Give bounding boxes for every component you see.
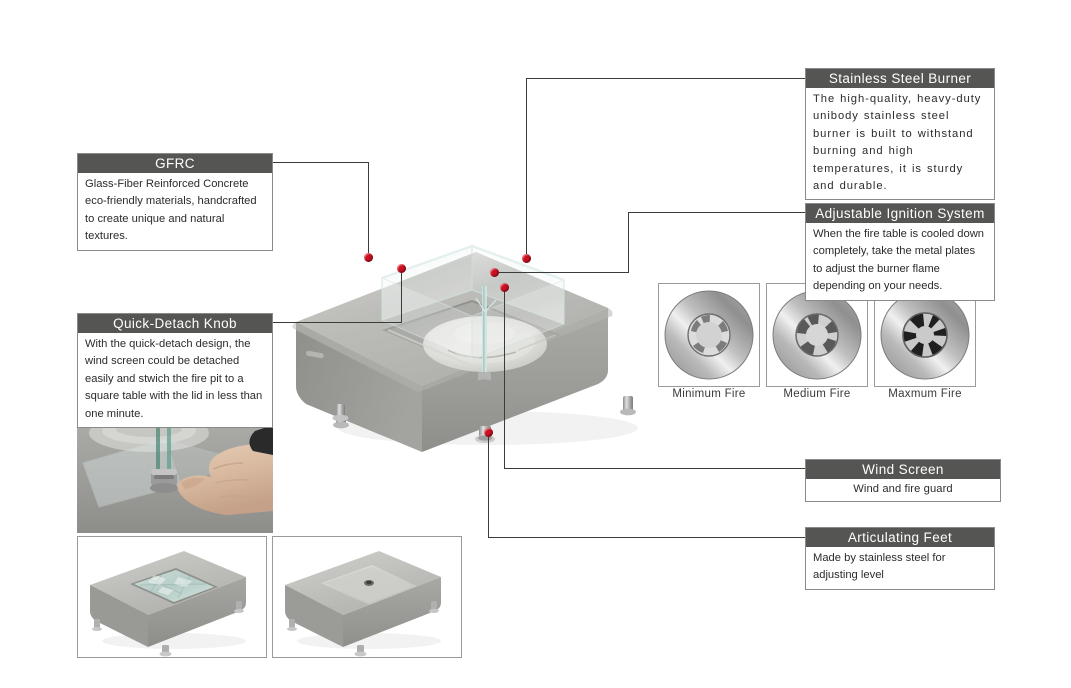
quick-detach-knob-photo <box>77 411 273 533</box>
connector-knob-h <box>273 322 402 323</box>
callout-body-articulating-feet: Made by stainless steel for adjusting le… <box>813 552 946 582</box>
burner-plate-icon <box>664 290 754 380</box>
foot-back-right <box>620 396 636 416</box>
connector-knob-v <box>401 268 402 323</box>
callout-body-wind-screen: Wind and fire guard <box>853 483 953 495</box>
callout-gfrc: GFRC Glass-Fiber Reinforced Concrete eco… <box>77 153 273 251</box>
connector-feet-v <box>488 432 489 538</box>
burner-plate-icon <box>772 290 862 380</box>
connector-ignition-h-top <box>628 212 806 213</box>
callout-title-wind-screen: Wind Screen <box>806 460 1000 479</box>
quick-detach-knob-post <box>475 286 497 385</box>
callout-quick-detach-knob: Quick-Detach Knob With the quick-detach … <box>77 313 273 429</box>
connector-feet-h <box>488 537 806 538</box>
callout-articulating-feet: Articulating Feet Made by stainless stee… <box>805 527 995 590</box>
connector-gfrc-v <box>368 162 369 259</box>
burner-sample-minimum <box>658 283 760 387</box>
callout-body-quick-detach-knob: With the quick-detach design, the wind s… <box>85 338 263 420</box>
callout-title-stainless-steel-burner: Stainless Steel Burner <box>806 69 994 88</box>
burner-plate-icon <box>880 290 970 380</box>
wind-screen-glass <box>379 242 567 361</box>
connector-windscreen-v <box>504 287 505 469</box>
burner-sample-label-medium: Medium Fire <box>783 388 851 400</box>
marker-dot-wind-screen <box>500 283 509 292</box>
callout-adjustable-ignition-system: Adjustable Ignition System When the fire… <box>805 203 995 301</box>
knob-photo-illustration <box>77 411 273 533</box>
burner-sample-label-minimum: Minimum Fire <box>672 388 746 400</box>
connector-stainless-burner-h <box>526 78 806 79</box>
marker-dot-articulating-feet <box>484 428 493 437</box>
fire-pit-product-render <box>292 242 638 452</box>
connector-ignition-v <box>628 212 629 273</box>
connector-stainless-burner-v <box>526 78 527 260</box>
marker-dot-stainless-burner <box>522 254 531 263</box>
firepit-glass-rocks-illustration <box>78 537 266 657</box>
burner-sample-label-maximum: Maxmum Fire <box>888 388 962 400</box>
callout-title-articulating-feet: Articulating Feet <box>806 528 994 547</box>
callout-title-gfrc: GFRC <box>78 154 272 173</box>
callout-body-stainless-steel-burner: The high-quality, heavy-duty unibody sta… <box>813 93 982 193</box>
marker-dot-quick-detach-knob <box>397 264 406 273</box>
callout-title-adjustable-ignition-system: Adjustable Ignition System <box>806 204 994 223</box>
firepit-glass-rocks-photo <box>77 536 267 658</box>
callout-wind-screen: Wind Screen Wind and fire guard <box>805 459 1001 503</box>
callout-stainless-steel-burner: Stainless Steel Burner The high-quality,… <box>805 68 995 201</box>
connector-ignition-h-bottom <box>495 272 629 273</box>
firepit-lid-photo <box>272 536 462 658</box>
marker-dot-ignition <box>490 268 499 277</box>
connector-windscreen-h <box>504 468 806 469</box>
callout-body-adjustable-ignition-system: When the fire table is cooled down compl… <box>813 228 985 293</box>
firepit-lid-illustration <box>273 537 461 657</box>
callout-body-gfrc: Glass-Fiber Reinforced Concrete eco-frie… <box>85 178 257 243</box>
callout-title-quick-detach-knob: Quick-Detach Knob <box>78 314 272 333</box>
connector-gfrc-h <box>273 162 369 163</box>
foot-left <box>332 404 349 422</box>
marker-dot-gfrc <box>364 253 373 262</box>
